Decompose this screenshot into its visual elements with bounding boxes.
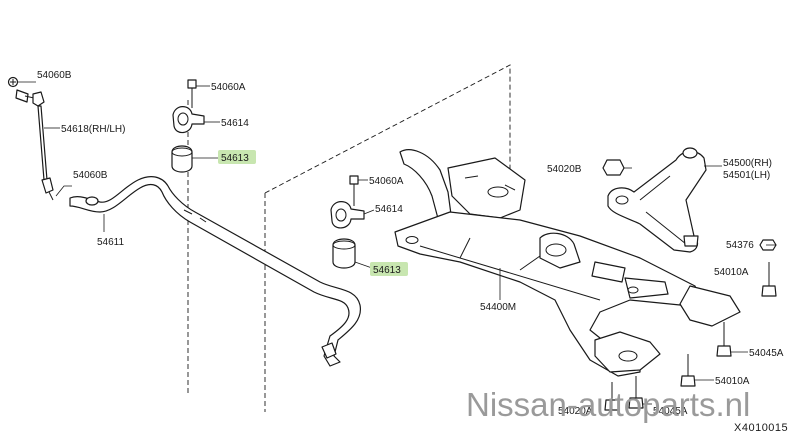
callout-54611[interactable]: 54611 xyxy=(97,237,125,248)
middle-bushing-group xyxy=(330,175,365,269)
callout-54613-mid[interactable]: 54613 xyxy=(373,265,401,276)
callout-54501[interactable]: 54501(LH) xyxy=(723,170,770,181)
illustration-code: X4010015 xyxy=(734,422,788,434)
watermark: Nissan-autoparts.nl xyxy=(466,386,750,423)
callout-54613-top[interactable]: 54613 xyxy=(221,153,249,164)
transverse-link-54500 xyxy=(607,147,707,253)
callout-54500[interactable]: 54500(RH) xyxy=(723,158,772,169)
callout-54020b[interactable]: 54020B xyxy=(547,164,582,175)
callout-54614-top[interactable]: 54614 xyxy=(221,118,249,129)
callout-54010a-right[interactable]: 54010A xyxy=(714,267,749,278)
callout-54618[interactable]: 54618(RH/LH) xyxy=(61,124,125,135)
callout-54045a-bottom[interactable]: 54045A xyxy=(653,406,688,417)
callout-54060a-top[interactable]: 54060A xyxy=(211,82,246,93)
callout-54060b-top[interactable]: 54060B xyxy=(37,70,72,81)
callout-54045a-right[interactable]: 54045A xyxy=(749,348,784,359)
callout-54060b-mid[interactable]: 54060B xyxy=(73,170,108,181)
callout-54614-mid[interactable]: 54614 xyxy=(375,204,403,215)
callout-54400m[interactable]: 54400M xyxy=(480,302,516,313)
stabilizer-link-54618 xyxy=(7,76,54,201)
fasteners xyxy=(602,159,777,411)
highlight-54613-mid xyxy=(370,262,408,276)
callout-54376[interactable]: 54376 xyxy=(726,240,754,251)
callout-54060a-mid[interactable]: 54060A xyxy=(369,176,404,187)
upper-bushing-group xyxy=(171,79,205,173)
leader-lines xyxy=(17,81,776,410)
highlight-54613-top xyxy=(218,150,256,164)
callout-54010a-bottom[interactable]: 54010A xyxy=(715,376,750,387)
front-subframe-54400m xyxy=(394,149,741,377)
callout-54020a[interactable]: 54020A xyxy=(558,406,593,417)
stabilizer-bar-54611 xyxy=(69,176,362,367)
